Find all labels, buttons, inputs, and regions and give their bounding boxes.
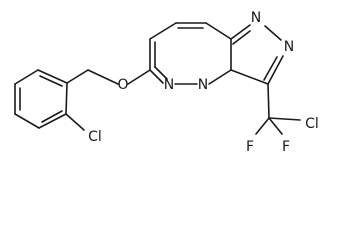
bond bbox=[232, 30, 251, 45]
atom-f: F bbox=[246, 139, 254, 155]
bond bbox=[263, 56, 278, 81]
bond bbox=[208, 69, 232, 85]
molecule-structure: O N N N N Cl Cl F F bbox=[14, 10, 319, 155]
atom-n: N bbox=[251, 10, 261, 26]
bond bbox=[14, 69, 39, 85]
bond-lines bbox=[14, 22, 301, 135]
bond bbox=[264, 25, 282, 41]
atom-cl: Cl bbox=[305, 116, 319, 132]
bond bbox=[268, 117, 283, 135]
bond bbox=[127, 69, 151, 85]
atom-labels: O N N N N Cl Cl F F bbox=[88, 10, 319, 155]
bond bbox=[38, 113, 67, 129]
atom-f: F bbox=[282, 139, 290, 155]
bond bbox=[65, 113, 85, 131]
atom-n: N bbox=[198, 77, 208, 93]
bond bbox=[87, 69, 119, 85]
bond bbox=[154, 66, 168, 80]
atom-o: O bbox=[117, 77, 128, 93]
bond bbox=[230, 24, 251, 40]
atom-n: N bbox=[164, 77, 174, 93]
bond bbox=[65, 82, 68, 115]
bond bbox=[149, 22, 177, 40]
bond bbox=[37, 69, 68, 84]
bond bbox=[268, 117, 301, 121]
bond bbox=[41, 110, 63, 123]
bond bbox=[14, 113, 40, 129]
bond bbox=[230, 69, 269, 85]
bond bbox=[149, 69, 164, 84]
atom-cl: Cl bbox=[88, 129, 102, 145]
atom-n: N bbox=[284, 39, 294, 55]
bond bbox=[267, 55, 284, 85]
bond bbox=[39, 75, 63, 87]
bond bbox=[66, 69, 89, 84]
bond bbox=[255, 117, 270, 135]
bond bbox=[205, 22, 232, 40]
bond bbox=[267, 83, 270, 119]
